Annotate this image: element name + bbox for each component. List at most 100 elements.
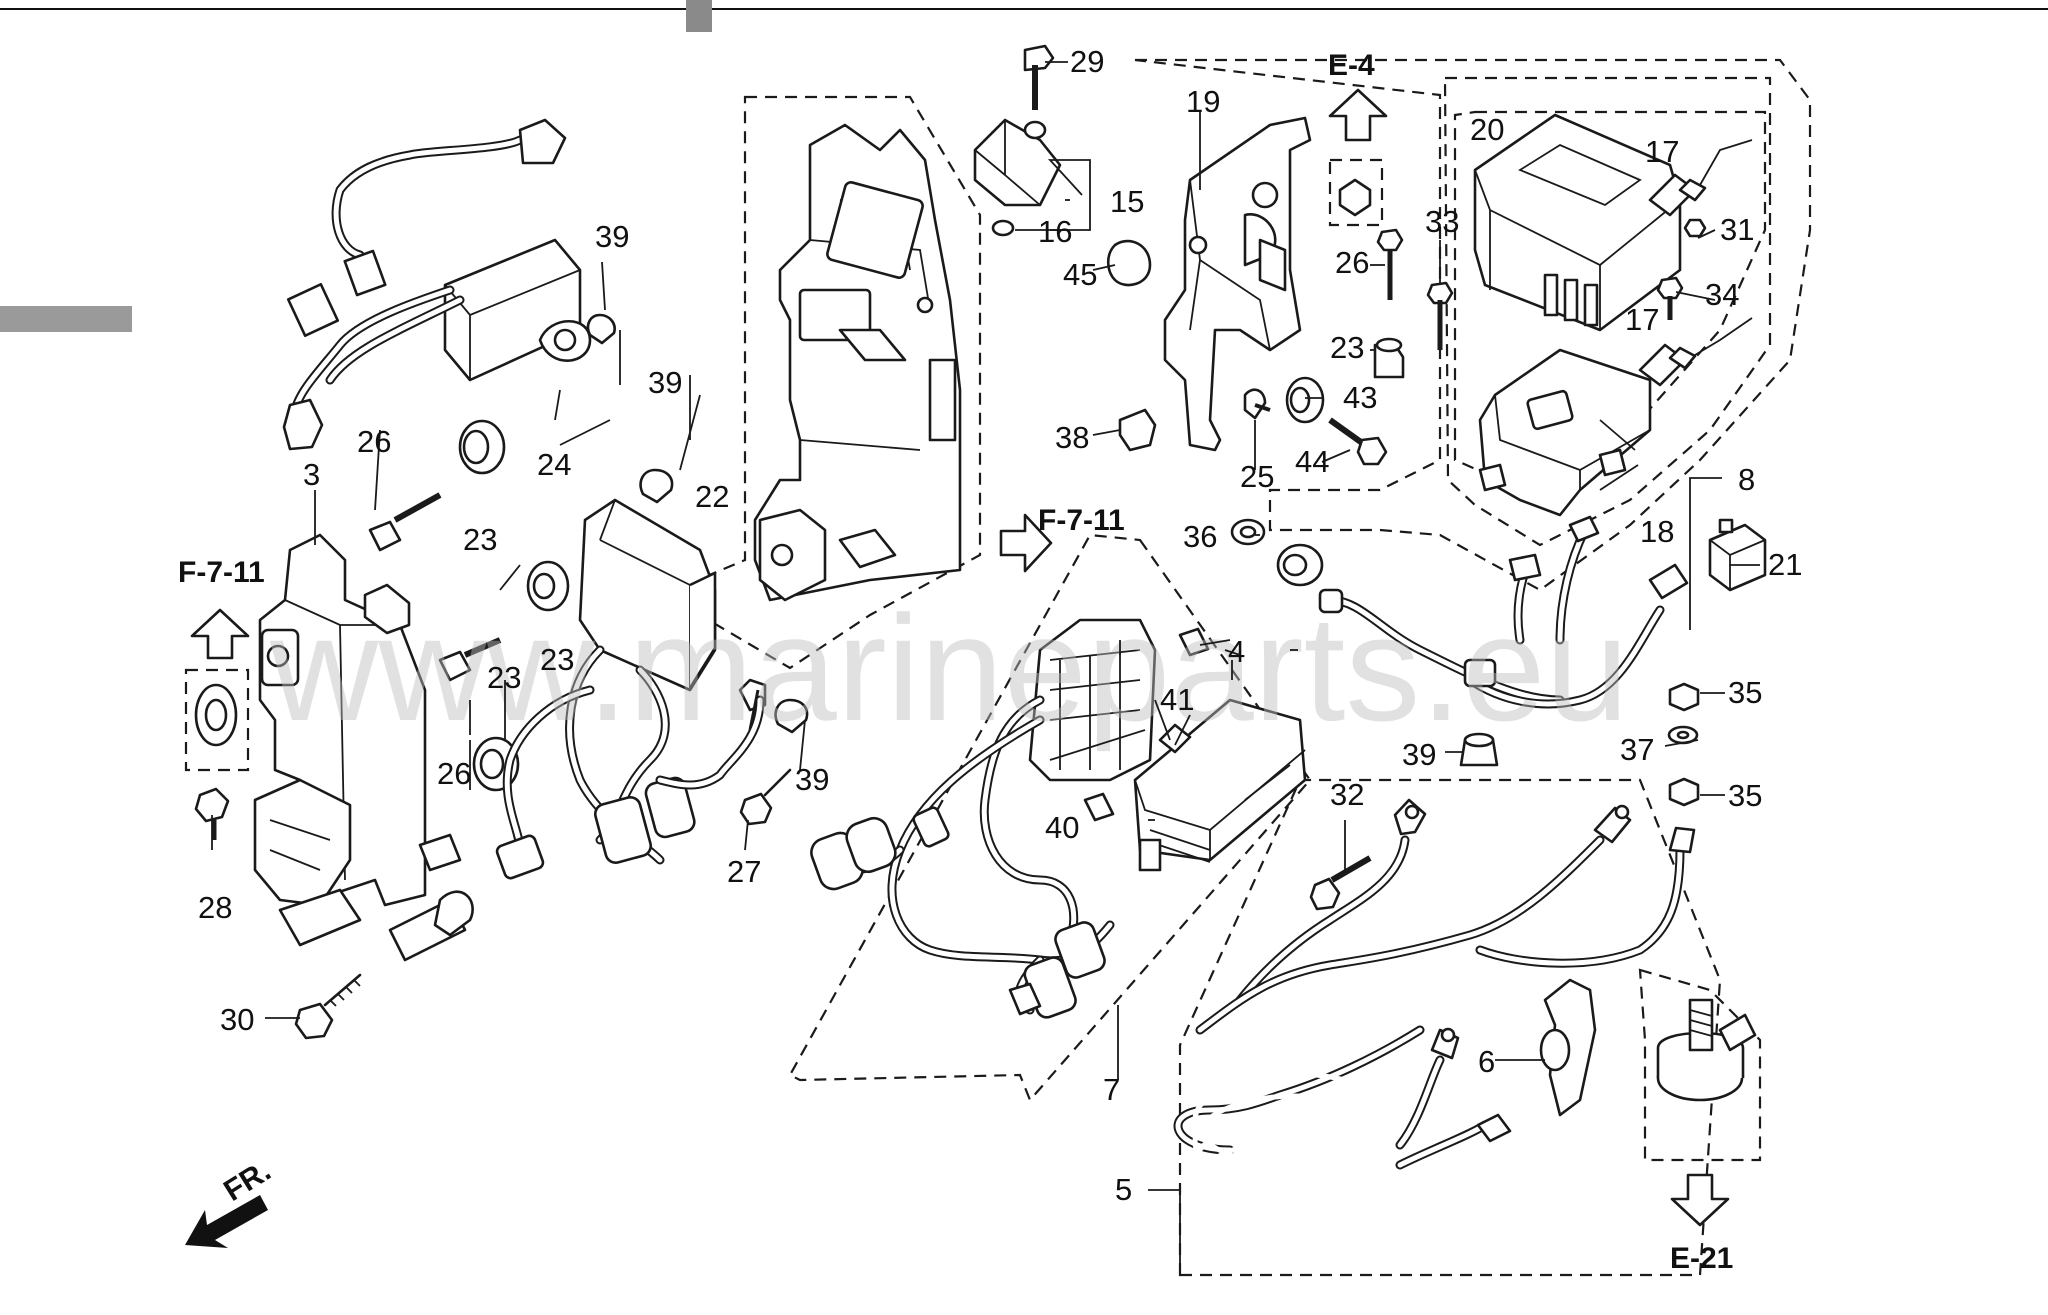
grommet-43: [1285, 376, 1325, 424]
callout-20: 20: [1470, 112, 1504, 147]
top-edge-tab: [686, 0, 712, 32]
cap-39-right: [1459, 732, 1499, 767]
ref-e21: E-21: [1670, 1242, 1733, 1275]
callout-39-mid: 39: [648, 365, 682, 400]
callout-31: 31: [1720, 212, 1754, 247]
ref-f711-mid: F-7-11: [1038, 504, 1125, 537]
callout-35-upper: 35: [1728, 675, 1762, 710]
bolt-30: [294, 973, 362, 1040]
e21-arrow-icon: [1670, 1173, 1730, 1227]
e4-grommet-detail-outline: [1328, 158, 1384, 227]
fuse-17-upper: [1648, 173, 1707, 217]
callout-23-upper: 23: [463, 522, 497, 557]
battery-cable-5: [1173, 1025, 1512, 1235]
callout-40: 40: [1045, 810, 1079, 845]
center-bracket: [753, 123, 962, 602]
callout-29: 29: [1070, 44, 1104, 79]
callout-30: 30: [220, 1002, 254, 1037]
callout-35-lower: 35: [1728, 778, 1762, 813]
sensor-15: [973, 44, 1152, 287]
callout-24: 24: [537, 447, 571, 482]
nut-35-lower: [1668, 777, 1700, 807]
bolt-32: [1309, 855, 1372, 911]
callout-21: 21: [1768, 547, 1802, 582]
screw-31: [1683, 218, 1707, 238]
f711-left-arrow-icon: [190, 608, 250, 660]
callout-18: 18: [1640, 514, 1674, 549]
bolt-27: [739, 768, 792, 826]
fuse-box-base-18: [1478, 348, 1652, 517]
watermark: www.marineparts.eu: [269, 584, 1629, 752]
harness-7: [810, 618, 1210, 1019]
callout-27: 27: [727, 854, 761, 889]
grommet-detail: [194, 683, 238, 747]
front-indicator-label: FR.: [218, 1154, 276, 1208]
callout-33: 33: [1425, 204, 1459, 239]
leader-lines: [211, 61, 1760, 1275]
ignition-coil-22: [388, 498, 809, 962]
callout-22: 22: [695, 479, 729, 514]
bolt-26-e4: [1376, 228, 1404, 300]
callout-3: 3: [303, 457, 320, 492]
callout-23-mid: 23: [540, 642, 574, 677]
collar-36: [1230, 518, 1266, 546]
mounting-bracket-3: [253, 533, 427, 947]
callout-23-lower: 23: [487, 660, 521, 695]
callout-44: 44: [1295, 444, 1329, 479]
nut-35-upper: [1668, 682, 1700, 712]
callout-23-e4: 23: [1330, 330, 1364, 365]
callout-26-e4: 26: [1335, 245, 1369, 280]
harness-group-outline: [788, 533, 1312, 1103]
callout-8: 8: [1738, 462, 1755, 497]
e4-grommet: [1338, 178, 1372, 217]
battery-cable-upper: [1195, 798, 1696, 1035]
callout-7: 7: [1103, 1072, 1120, 1107]
callout-16: 16: [1038, 214, 1072, 249]
screw-33: [1426, 281, 1454, 350]
grommet-detail-outline: [184, 668, 250, 772]
callout-36: 36: [1183, 519, 1217, 554]
f711-mid-arrow-icon: [999, 513, 1053, 573]
callout-5: 5: [1115, 1172, 1132, 1207]
callout-41: 41: [1160, 682, 1194, 717]
fuse-box-group-outline: [1134, 58, 1812, 592]
grommet-36b: [1276, 543, 1324, 587]
terminal-group-outline: [1638, 968, 1762, 1162]
bolt-44: [1328, 417, 1388, 466]
screw-34: [1656, 276, 1684, 320]
front-arrow-icon: [185, 1195, 268, 1248]
battery-terminal: [1656, 998, 1757, 1102]
e4-arrow-icon: [1328, 88, 1388, 142]
clip-39-upper: [586, 313, 616, 345]
callout-19: 19: [1186, 84, 1220, 119]
bolt-26-upper: [368, 492, 442, 552]
callout-39-right: 39: [1402, 737, 1436, 772]
grommet-23-e4: [1373, 337, 1405, 379]
clip-39-mid: [639, 468, 674, 504]
callout-25: 25: [1240, 459, 1274, 494]
fuse-box-cover-20: [1473, 113, 1682, 332]
relay-21: [1708, 518, 1767, 592]
screw-28: [194, 787, 230, 840]
callout-26-lower: 26: [437, 756, 471, 791]
grommet-23-upper: [458, 419, 506, 475]
callout-labels: 29 15 16 45 19 26 23 43 44 25 38 36 33 2…: [198, 44, 1802, 1207]
callout-32: 32: [1330, 777, 1364, 812]
callout-39-lower: 39: [795, 762, 829, 797]
battery-cable-group-outline: [1178, 778, 1722, 1277]
ref-e4: E-4: [1328, 49, 1375, 82]
callout-38: 38: [1055, 420, 1089, 455]
terminal-cover-6: [1539, 978, 1597, 1117]
callout-34: 34: [1705, 277, 1739, 312]
ref-f711-left: F-7-11: [178, 556, 265, 589]
callout-37: 37: [1620, 732, 1654, 767]
callout-17-lower: 17: [1625, 302, 1659, 337]
bracket-19: [1118, 116, 1312, 452]
fuse-box-inner-outline: [1443, 76, 1772, 547]
callout-17-upper: 17: [1645, 134, 1679, 169]
callout-6: 6: [1478, 1044, 1495, 1079]
fuse-17-lower: [1638, 343, 1697, 387]
left-edge-tab: [0, 306, 132, 332]
callout-28: 28: [198, 890, 232, 925]
